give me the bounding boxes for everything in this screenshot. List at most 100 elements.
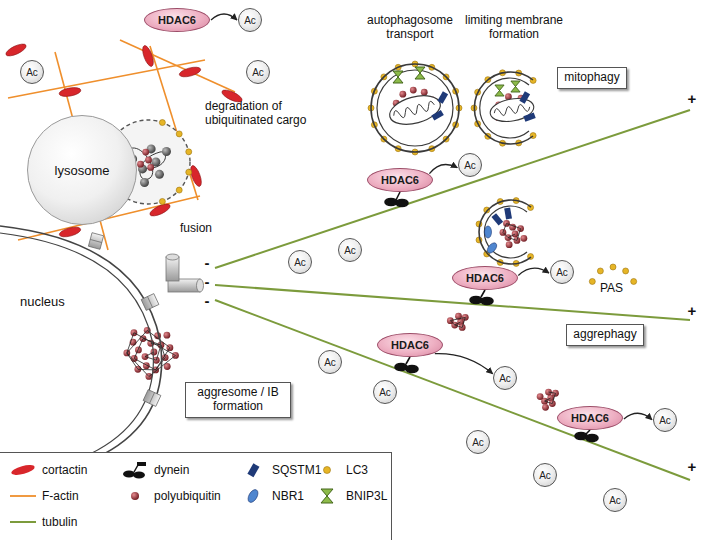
f-actin [120, 40, 235, 92]
acetyl-group: Ac [653, 408, 677, 432]
receptors [485, 226, 492, 238]
legend-sample [246, 488, 260, 504]
node-text: Ac [659, 415, 671, 426]
node-text: nucleus [20, 294, 100, 309]
mtoc [166, 257, 179, 281]
protein-dots [147, 164, 154, 171]
legend-text: NBR1 [272, 489, 304, 503]
nuclear-pore [149, 393, 154, 404]
nuclear-envelope [0, 222, 180, 460]
limiting-membrane [488, 95, 535, 124]
node-text: lysosome [55, 163, 110, 178]
mtoc [166, 254, 179, 260]
receptors [393, 67, 536, 255]
dynein [481, 290, 485, 297]
receptors [491, 213, 503, 225]
legend-text: tubulin [42, 515, 77, 529]
protein-dots [176, 187, 182, 193]
acetyl-group: Ac [466, 430, 490, 454]
protein-dots [410, 87, 417, 94]
legend: cortactindyneinSQSTM1LC3F-actinpolyubiqu… [0, 452, 392, 540]
limiting-membrane [494, 103, 531, 117]
annotation-label: autophagosome transport [358, 14, 462, 42]
acetyl-group: Ac [373, 380, 397, 404]
dynein [586, 435, 598, 442]
protein-dots [631, 278, 637, 284]
autophagosome [393, 100, 436, 120]
receptors [393, 71, 403, 83]
nuclear-pore [141, 294, 159, 311]
dynein [406, 366, 418, 373]
legend-sample [238, 487, 268, 505]
node-text: HDAC6 [466, 272, 504, 284]
legend-sample [8, 461, 38, 479]
annotation-label: limiting membrane formation [458, 14, 570, 42]
receptors [485, 241, 498, 255]
dynein [385, 192, 598, 442]
protein-dots [186, 149, 192, 155]
process-box: aggrephagy [566, 324, 643, 346]
protein-dots [159, 198, 165, 204]
receptors [519, 91, 530, 104]
process-box: aggresome / IB formation [185, 382, 291, 418]
protein-dots [176, 131, 182, 137]
receptors [523, 112, 535, 121]
cortactin [148, 202, 171, 219]
legend-item: SQSTM1 [238, 461, 321, 479]
mtoc [166, 254, 204, 292]
autophagosome [387, 91, 444, 130]
legend-item: NBR1 [238, 487, 304, 505]
aggregate-tangle [127, 224, 556, 404]
legend-text: cortactin [42, 463, 87, 477]
node-text: Ac [499, 373, 511, 384]
deacetylation-arrow [435, 354, 493, 374]
protein-dots [155, 170, 164, 179]
nucleus-region: nucleus [0, 222, 180, 460]
protein-dots [542, 404, 549, 411]
node-text: aggresome / IB formation [192, 386, 284, 414]
node-text: HDAC6 [391, 339, 429, 351]
protein-dots [137, 161, 144, 168]
node-text: aggrephagy [573, 328, 636, 342]
polarity-sign: + [684, 302, 700, 319]
autophagosome [377, 70, 453, 146]
nuclear-pore [88, 233, 103, 250]
mtoc [197, 279, 204, 292]
polarity-sign: + [684, 458, 700, 475]
dynein [586, 430, 590, 434]
protein-dots [520, 235, 527, 242]
legend-text: BNIP3L [346, 489, 387, 503]
nuclear-envelope [0, 226, 162, 458]
cortactin [4, 42, 243, 239]
protein-dots [506, 241, 513, 248]
process-box: mitophagy [557, 67, 626, 89]
dynein [575, 433, 587, 440]
legend-sample [131, 492, 139, 500]
dynein [406, 357, 410, 364]
dynein [385, 199, 397, 206]
dynein [481, 298, 493, 305]
legend-sample [324, 467, 331, 474]
aggrephagy-membrane [479, 200, 531, 264]
nuclear-pore [143, 390, 161, 407]
aggrephagy-membrane [479, 200, 531, 264]
dynein [396, 192, 400, 200]
autophagosome [387, 91, 444, 130]
dynein [470, 297, 482, 304]
legend-sample [123, 462, 146, 479]
nuclear-pore [141, 294, 159, 311]
node-text: Ac [244, 15, 256, 26]
polarity-sign: - [202, 292, 212, 309]
protein-dots [163, 332, 170, 339]
nuclear-pore [88, 233, 103, 250]
annotation-label: PAS [600, 282, 640, 296]
deacetylation-arrow [518, 268, 549, 275]
node-text: Ac [556, 267, 568, 278]
node-text: Ac [379, 387, 391, 398]
legend-sample [238, 461, 268, 479]
cortactin [4, 42, 27, 59]
hdac6-enzyme: HDAC6 [367, 168, 433, 192]
node-text: Ac [464, 160, 476, 171]
nuclear-pore [143, 390, 161, 407]
acetyl-group: Ac [288, 250, 312, 274]
